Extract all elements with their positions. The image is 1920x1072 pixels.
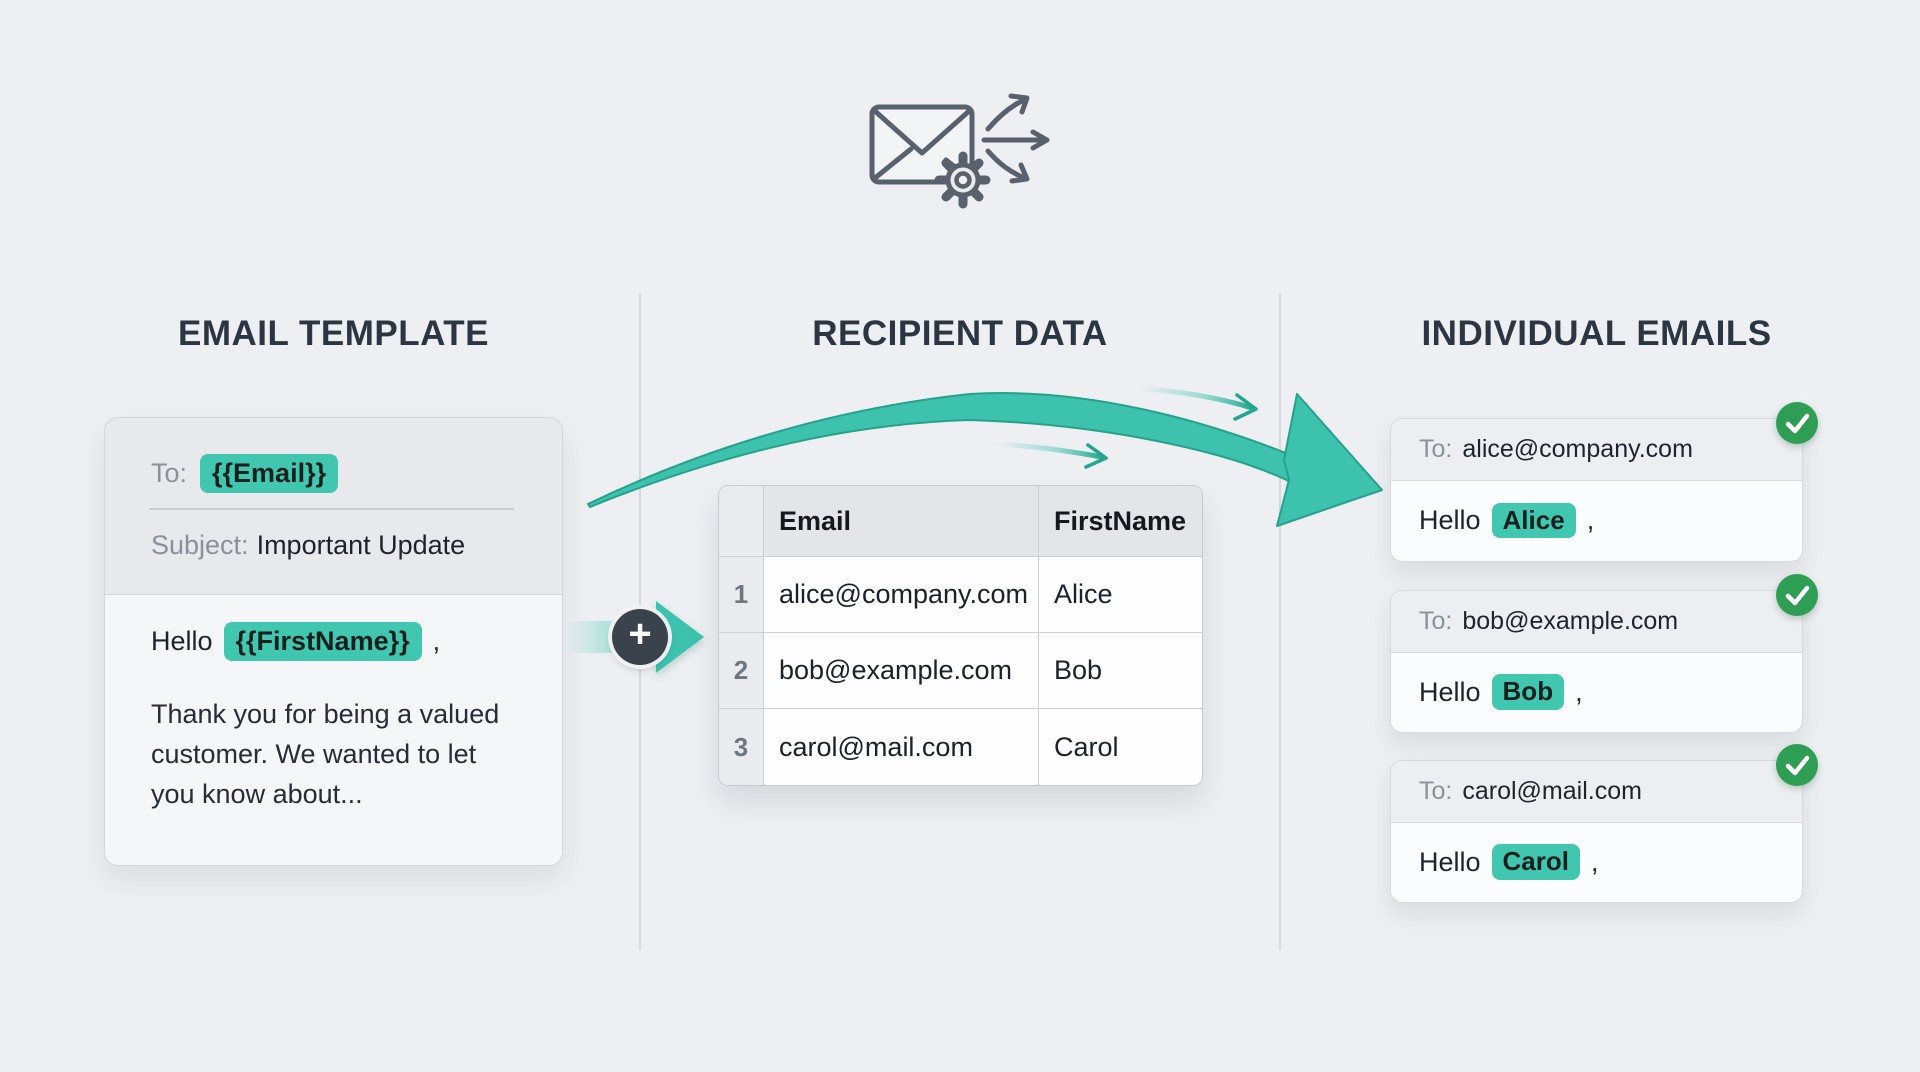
email-greeting-row: Hello Alice ,: [1391, 481, 1802, 560]
email-greeting-row: Hello Carol ,: [1391, 823, 1802, 901]
motion-arrow-icon: [994, 441, 1108, 469]
column-divider: [1279, 293, 1281, 950]
merged-name-chip: Carol: [1491, 844, 1580, 880]
to-label: To:: [1419, 435, 1453, 463]
template-subject-row: Subject:Important Update: [151, 530, 465, 561]
table-cell-email: alice@company.com: [764, 557, 1039, 633]
firstname-token-chip: {{FirstName}}: [223, 622, 422, 662]
email-token-chip: {{Email}}: [200, 454, 339, 494]
data-column-heading: RECIPIENT DATA: [812, 314, 1108, 353]
template-header-divider: [149, 508, 514, 510]
template-greeting-row: Hello {{FirstName}} ,: [151, 622, 441, 662]
individual-email-card: To: carol@mail.com Hello Carol ,: [1390, 744, 1818, 903]
to-label: To:: [151, 458, 188, 489]
table-cell-firstname: Alice: [1039, 557, 1202, 633]
subject-label: Subject:: [151, 530, 249, 560]
email-to-row: To: carol@mail.com: [1391, 761, 1802, 823]
plus-icon: +: [612, 609, 668, 665]
check-icon: [1776, 574, 1818, 616]
email-to-row: To: bob@example.com: [1391, 591, 1802, 653]
recipient-data-table: Email FirstName 1 alice@company.com Alic…: [718, 485, 1203, 786]
subject-value: Important Update: [256, 530, 466, 560]
row-number: 3: [719, 709, 764, 785]
to-address: carol@mail.com: [1462, 777, 1642, 805]
merged-name-chip: Bob: [1491, 674, 1565, 710]
table-header-firstname: FirstName: [1039, 486, 1202, 557]
template-body-text: Thank you for being a valued customer. W…: [151, 699, 500, 809]
check-icon: [1776, 402, 1818, 444]
row-number: 1: [719, 557, 764, 633]
template-to-row: To: {{Email}}: [151, 454, 339, 494]
row-number: 2: [719, 633, 764, 709]
table-header-email: Email: [764, 486, 1039, 557]
to-label: To:: [1419, 607, 1453, 635]
merge-arrow-head: [1276, 393, 1383, 527]
to-address: bob@example.com: [1462, 607, 1679, 635]
email-greeting-row: Hello Bob ,: [1391, 653, 1802, 731]
table-cell-firstname: Carol: [1039, 709, 1202, 785]
email-template-card: To: {{Email}} Subject:Important Update H…: [104, 417, 563, 866]
merged-name-chip: Alice: [1491, 502, 1576, 539]
individual-email-card: To: bob@example.com Hello Bob ,: [1390, 574, 1818, 733]
greeting-comma: ,: [432, 626, 441, 657]
template-column-heading: EMAIL TEMPLATE: [178, 314, 489, 353]
motion-arrow-icon: [1137, 386, 1258, 421]
template-body-panel: Hello {{FirstName}} , Thank you for bein…: [105, 594, 562, 865]
emails-column-heading: INDIVIDUAL EMAILS: [1421, 314, 1772, 353]
individual-email-card: To: alice@company.com Hello Alice ,: [1390, 402, 1818, 562]
table-corner-header: [719, 486, 764, 557]
table-cell-email: carol@mail.com: [764, 709, 1039, 785]
to-label: To:: [1419, 777, 1453, 805]
table-cell-firstname: Bob: [1039, 633, 1202, 709]
check-icon: [1776, 744, 1818, 786]
to-address: alice@company.com: [1462, 435, 1693, 463]
email-to-row: To: alice@company.com: [1391, 419, 1802, 481]
table-cell-email: bob@example.com: [764, 633, 1039, 709]
mail-merge-icon: [869, 93, 1050, 209]
greeting-prefix: Hello: [151, 626, 213, 657]
